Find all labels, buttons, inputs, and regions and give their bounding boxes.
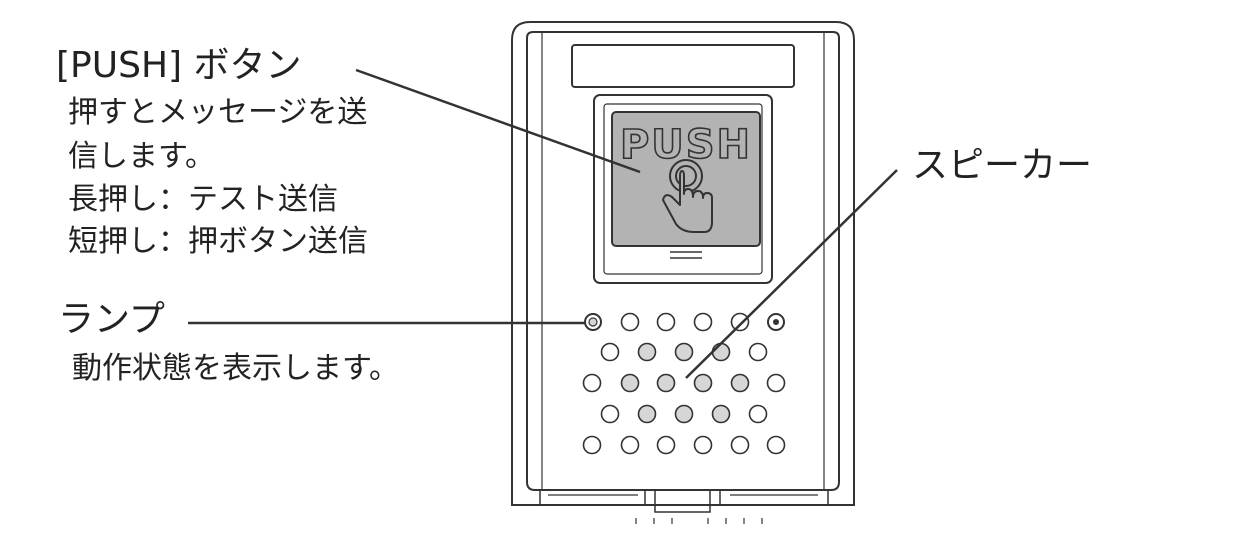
speaker-leader-line xyxy=(685,169,898,379)
push-button-desc-line-3: 長押し：テスト送信 xyxy=(68,182,338,217)
finger-press-icon xyxy=(662,159,713,233)
speaker-hole xyxy=(766,435,786,455)
speaker-hole xyxy=(620,373,640,393)
speaker-hole xyxy=(637,342,657,362)
push-button-desc-line-2: 信します。 xyxy=(68,139,215,174)
speaker-hole xyxy=(656,312,676,332)
speaker-grille xyxy=(582,312,786,455)
push-leader-line xyxy=(355,68,641,174)
speaker-hole xyxy=(656,373,676,393)
speaker-hole xyxy=(730,312,750,332)
speaker-hole xyxy=(656,435,676,455)
push-button-desc-line-1: 押すとメッセージを送 xyxy=(68,95,368,130)
speaker-label: スピーカー xyxy=(912,145,1093,186)
speaker-hole xyxy=(711,404,731,424)
lamp xyxy=(584,313,602,331)
speaker-hole xyxy=(748,404,768,424)
speaker-hole xyxy=(730,435,750,455)
speaker-hole xyxy=(637,404,657,424)
speaker-hole xyxy=(600,342,620,362)
push-button-text: PUSH xyxy=(620,122,752,168)
lamp-label: ランプ xyxy=(58,299,165,340)
indicator-hole xyxy=(767,313,785,331)
speaker-hole xyxy=(600,404,620,424)
speaker-hole xyxy=(693,373,713,393)
speaker-hole xyxy=(582,435,602,455)
speaker-hole xyxy=(620,435,640,455)
push-button-desc-line-4: 短押し：押ボタン送信 xyxy=(68,224,368,259)
speaker-hole xyxy=(711,342,731,362)
speaker-hole xyxy=(674,342,694,362)
speaker-hole xyxy=(766,373,786,393)
speaker-hole xyxy=(693,435,713,455)
speaker-hole xyxy=(674,404,694,424)
speaker-hole xyxy=(620,312,640,332)
lamp-desc: 動作状態を表示します。 xyxy=(72,351,399,386)
speaker-hole xyxy=(582,373,602,393)
leader-lines xyxy=(188,68,898,379)
speaker-hole xyxy=(748,342,768,362)
push-button[interactable]: PUSH xyxy=(593,94,773,284)
speaker-hole xyxy=(730,373,750,393)
speaker-hole xyxy=(693,312,713,332)
push-button-label: [PUSH] ボタン xyxy=(56,45,302,86)
